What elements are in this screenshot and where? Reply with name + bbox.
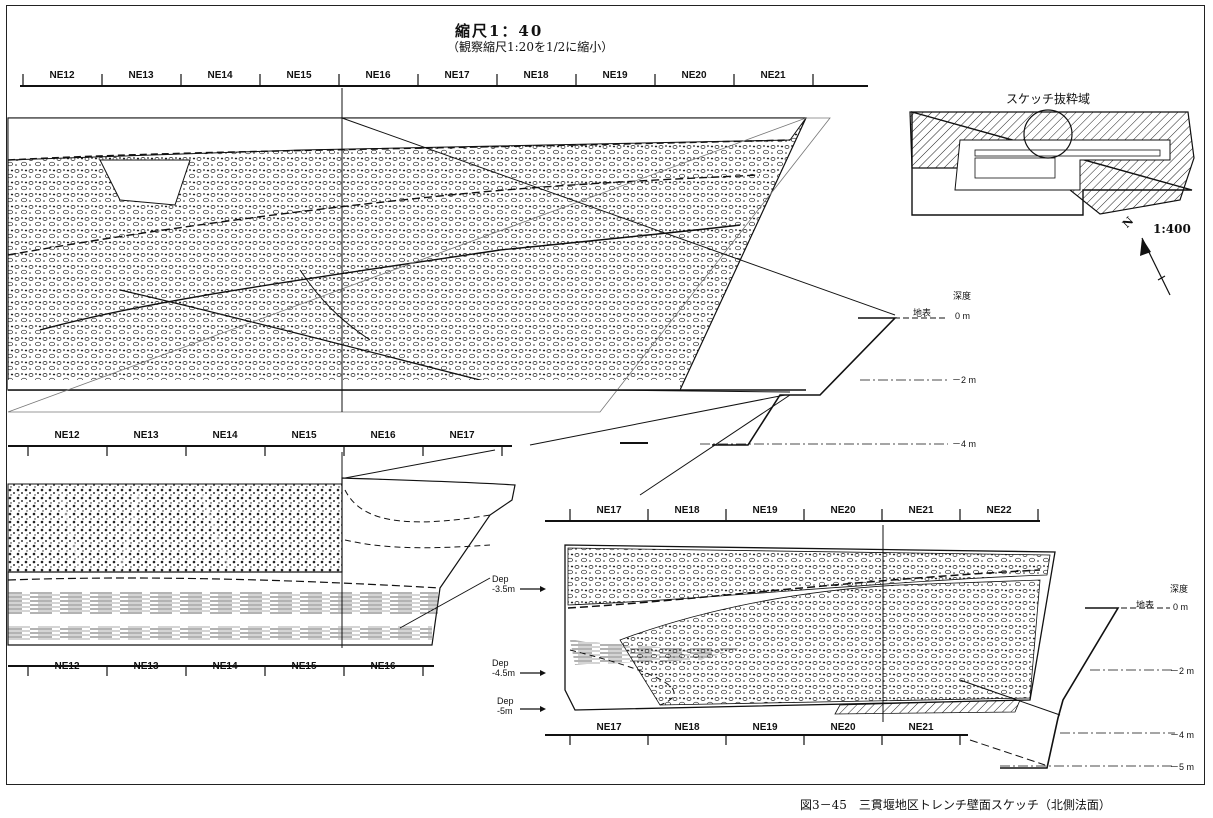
grid-label: NE17	[449, 430, 475, 441]
grid-label: NE13	[133, 661, 159, 672]
upper-depth-profile	[700, 317, 948, 446]
lower-profile-level-5: －5 m	[1170, 762, 1195, 772]
upper-profile-level-2: －2 m	[952, 375, 977, 385]
upper-profile-level-4: －4 m	[952, 439, 977, 449]
lower-profile-level-4: －4 m	[1170, 730, 1195, 740]
scale-subtitle: （観察縮尺1:20を1/2に縮小）	[447, 40, 614, 54]
grid-label: NE21	[908, 722, 934, 733]
scale-title: 縮尺1：40	[455, 22, 544, 40]
north-arrow-icon	[1140, 237, 1171, 296]
upper-profile-level-0: 0 m	[955, 311, 971, 321]
grid-label: NE22	[986, 505, 1012, 516]
figure-frame	[6, 5, 1205, 785]
lower-profile-header: 深度	[1170, 584, 1189, 594]
grid-label: NE20	[830, 722, 856, 733]
grid-label: NE14	[212, 430, 238, 441]
grid-label: NE17	[444, 70, 470, 81]
grid-label: NE20	[681, 70, 707, 81]
grid-label: NE16	[370, 661, 396, 672]
grid-label: NE13	[128, 70, 154, 81]
inset-scale: 1:400	[1153, 222, 1191, 236]
grid-label: NE19	[602, 70, 628, 81]
grid-label: NE20	[830, 505, 856, 516]
grid-label: NE16	[370, 430, 396, 441]
grid-label: NE12	[54, 430, 80, 441]
upper-profile-header: 深度	[953, 291, 972, 301]
grid-label: NE16	[365, 70, 391, 81]
inset-plan-map	[909, 109, 1195, 216]
lower-profile-surface: 地表	[1136, 600, 1155, 610]
grid-label: NE21	[760, 70, 786, 81]
grid-label: NE21	[908, 505, 934, 516]
grid-label: NE17	[596, 505, 622, 516]
dep-marker-5m: Dep -5m	[497, 696, 514, 716]
dep-marker-4-5m: Dep -4.5m	[492, 658, 516, 678]
lower-profile-level-0: 0 m	[1173, 602, 1189, 612]
grid-label: NE17	[596, 722, 622, 733]
top-panel-sketch	[7, 88, 896, 413]
grid-label: NE15	[291, 430, 317, 441]
figure-caption: 図3－45 三貫堰地区トレンチ壁面スケッチ（北側法面）	[800, 798, 1111, 812]
dep-marker-3-5m: Dep -3.5m	[492, 574, 516, 594]
grid-label: NE15	[291, 661, 317, 672]
grid-label: NE12	[54, 661, 80, 672]
grid-label: NE13	[133, 430, 159, 441]
grid-label: NE18	[674, 505, 700, 516]
grid-label: NE19	[752, 722, 778, 733]
grid-label: NE15	[286, 70, 312, 81]
grid-label: NE14	[207, 70, 233, 81]
lower-depth-profile	[969, 607, 1175, 769]
lower-right-sketch	[520, 525, 1061, 722]
grid-label: NE12	[49, 70, 75, 81]
grid-label: NE14	[212, 661, 238, 672]
grid-label: NE18	[523, 70, 549, 81]
upper-profile-surface: 地表	[913, 308, 932, 318]
grid-label: NE19	[752, 505, 778, 516]
inset-title: スケッチ抜粋域	[1006, 92, 1091, 106]
lower-profile-level-2: －2 m	[1170, 666, 1195, 676]
middle-left-sketch	[7, 452, 516, 648]
grid-label: NE18	[674, 722, 700, 733]
